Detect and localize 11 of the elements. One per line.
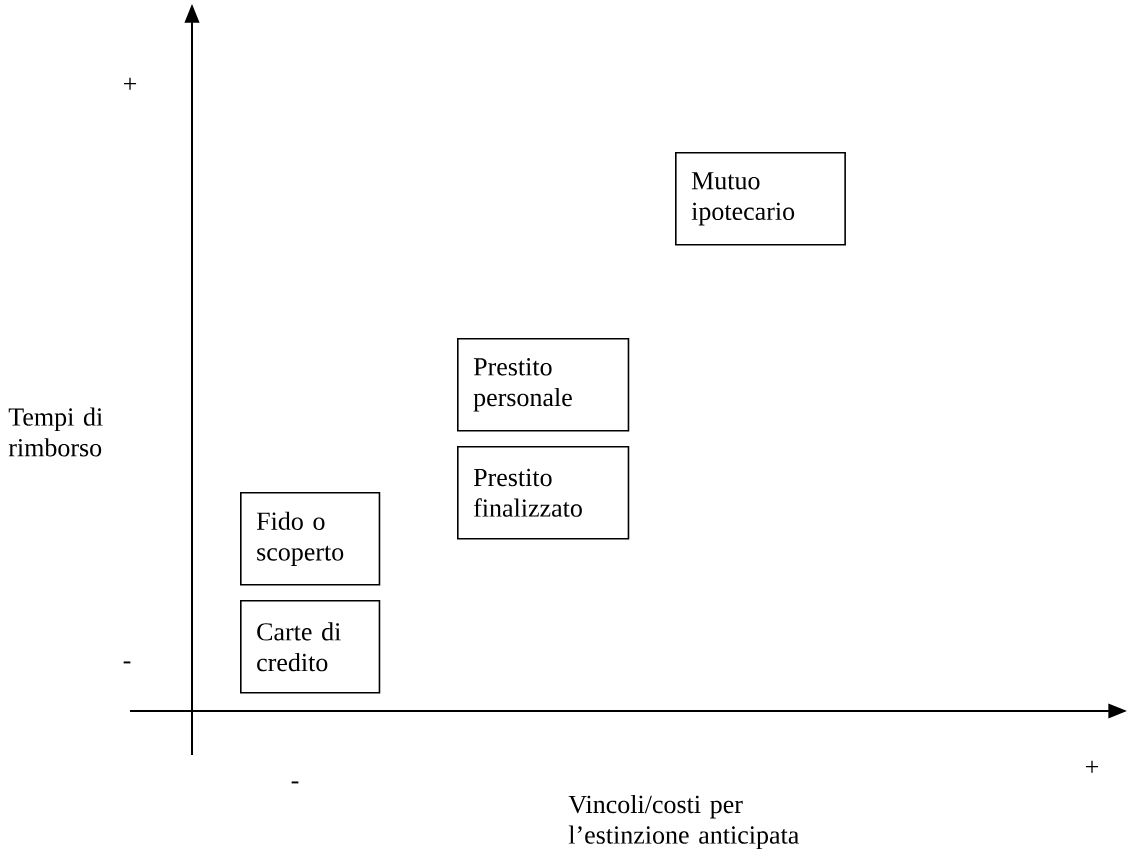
axis-label: Vincoli/costi per l’estinzione anticipata [568,794,799,850]
text-box: Mutuo ipotecario [675,152,846,246]
text-box: Carte di credito [240,600,381,694]
axis-label: Tempi di rimborso [8,407,103,457]
text-box: Fido o scoperto [240,492,381,586]
axis-label: + [123,77,137,90]
text-box: Prestito finalizzato [457,446,630,540]
axis-label: - [291,781,299,784]
axis-label: - [123,661,131,664]
text-box: Prestito personale [457,338,630,432]
axis-label: + [1085,760,1099,773]
